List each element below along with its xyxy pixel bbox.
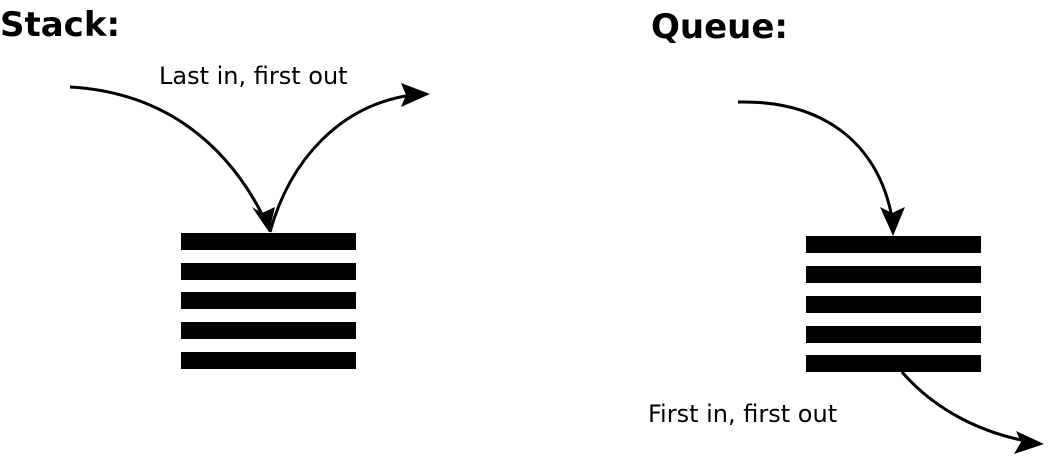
stack-item [181,292,356,309]
queue-items [806,236,981,372]
stack-title: Stack: [0,5,120,45]
stack-item [181,263,356,280]
queue-caption: First in, first out [648,400,837,428]
queue-dequeue-arrow [900,371,1044,454]
stack-section: Stack: Last in, first out [0,5,430,369]
queue-item [806,326,981,343]
queue-item [806,296,981,313]
stack-caption: Last in, first out [159,62,348,90]
stack-item [181,352,356,369]
queue-enqueue-arrow [737,100,905,236]
stack-push-arrow [69,85,275,232]
queue-item [806,355,981,372]
stack-items [181,233,356,369]
queue-title: Queue: [651,7,788,47]
stack-pop-arrow [268,83,430,233]
queue-section: Queue: First in, first out [648,7,1044,454]
stack-item [181,233,356,250]
queue-item [806,266,981,283]
queue-item [806,236,981,253]
stack-item [181,322,356,339]
